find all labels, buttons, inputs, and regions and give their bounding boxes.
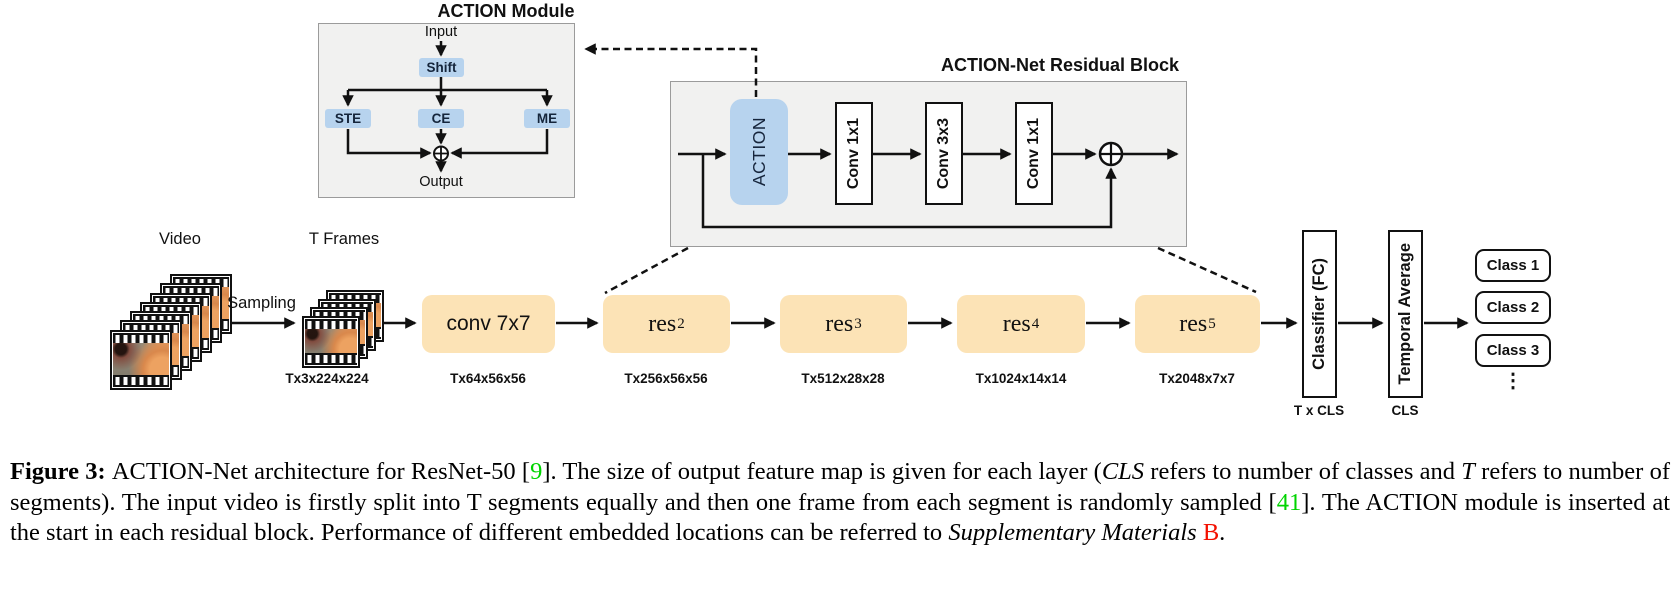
- class-2-box: Class 2: [1475, 291, 1551, 324]
- dashed-feedback-arrow: [584, 43, 758, 97]
- module-internal-arrows: [342, 41, 553, 173]
- resblock-internal-arrows: [678, 148, 1179, 229]
- resblock-sum-icon: [1098, 141, 1124, 167]
- action-box: ACTION: [730, 99, 788, 205]
- figure-caption: Figure 3: ACTION-Net architecture for Re…: [10, 457, 1670, 549]
- temporal-dim-label: CLS: [1391, 403, 1419, 418]
- temporal-average-label: Temporal Average: [1396, 243, 1414, 385]
- caption-text: CLS: [1101, 458, 1145, 485]
- res4-dim-label: Tx1024x14x14: [975, 371, 1067, 386]
- architecture-figure: ACTION Module Input Shift STE CE ME Outp…: [110, 1, 1551, 418]
- conv1x1-label-1: Conv 1x1: [845, 117, 862, 190]
- action-box-label: ACTION: [748, 117, 769, 187]
- res4-label: res: [1002, 310, 1031, 337]
- citation-link[interactable]: 41: [1276, 488, 1302, 516]
- caption-text: refers to number of classes and: [1144, 458, 1462, 485]
- sampling-label: Sampling: [227, 294, 296, 312]
- residual-block-title: ACTION-Net Residual Block: [940, 55, 1180, 75]
- classifier-fc-label: Classifier (FC): [1310, 258, 1328, 370]
- caption-text: T: [1461, 458, 1475, 485]
- module-input-label: Input: [424, 24, 458, 40]
- video-label: Video: [159, 230, 201, 248]
- shift-box: Shift: [419, 58, 464, 77]
- conv7x7-dim-label: Tx64x56x56: [450, 371, 526, 386]
- film-frame: [110, 330, 172, 390]
- tframes-dim-label: Tx3x224x224: [285, 371, 369, 386]
- classifier-dim-label: T x CLS: [1293, 403, 1345, 418]
- conv3x3-box: Conv 3x3: [925, 102, 963, 205]
- dashed-links: [584, 43, 1257, 295]
- caption-text: Supplementary Materials: [948, 519, 1197, 546]
- caption-text: ]. The size of output feature map is giv…: [542, 458, 1102, 485]
- dashed-zoom-right: [1157, 246, 1257, 294]
- caption-text: .: [1219, 519, 1226, 546]
- res2-label: res: [648, 310, 677, 337]
- class-1-box: Class 1: [1475, 249, 1551, 282]
- res3-dim-label: Tx512x28x28: [801, 371, 885, 386]
- tframes-label: T Frames: [308, 230, 380, 248]
- res2-sub: 2: [677, 315, 685, 332]
- film-frame: [302, 316, 360, 368]
- me-box: ME: [524, 109, 570, 128]
- conv1x1-box-2: Conv 1x1: [1015, 102, 1053, 205]
- classifier-fc-box: Classifier (FC): [1302, 230, 1337, 398]
- citation-link[interactable]: 9: [530, 458, 543, 485]
- caption-text: ACTION-Net architecture for ResNet-50 [: [111, 458, 531, 485]
- res5-dim-label: Tx2048x7x7: [1159, 371, 1235, 386]
- citation-link[interactable]: B: [1202, 519, 1220, 546]
- more-classes-dots: ⋮: [1503, 370, 1523, 392]
- conv3x3-label: Conv 3x3: [935, 117, 952, 190]
- res4-sub: 4: [1031, 315, 1040, 332]
- res3-sub: 3: [854, 315, 862, 332]
- ce-box: CE: [418, 109, 464, 128]
- ste-box: STE: [325, 109, 371, 128]
- conv1x1-box-1: Conv 1x1: [835, 102, 873, 205]
- caption-text: ]. The ACTION module is inserted at the …: [10, 488, 1671, 547]
- caption-text: refers to number of segments). The input…: [10, 458, 1670, 516]
- class-3-box: Class 3: [1475, 334, 1551, 367]
- conv1x1-label-2: Conv 1x1: [1025, 117, 1042, 190]
- caption-text: Figure 3:: [10, 458, 112, 485]
- module-sum-icon: [433, 145, 449, 162]
- res3-label: res: [825, 310, 854, 337]
- res5-label: res: [1179, 310, 1208, 337]
- temporal-average-box: Temporal Average: [1388, 230, 1423, 398]
- dashed-zoom-left: [604, 246, 689, 295]
- res5-sub: 5: [1208, 315, 1216, 332]
- connector-layer: [222, 41, 1469, 329]
- action-module-title: ACTION Module: [437, 1, 575, 21]
- skip-connection: [701, 154, 1117, 229]
- conv7x7-stage: conv 7x7: [422, 295, 555, 353]
- module-output-label: Output: [419, 174, 463, 190]
- res2-dim-label: Tx256x56x56: [624, 371, 708, 386]
